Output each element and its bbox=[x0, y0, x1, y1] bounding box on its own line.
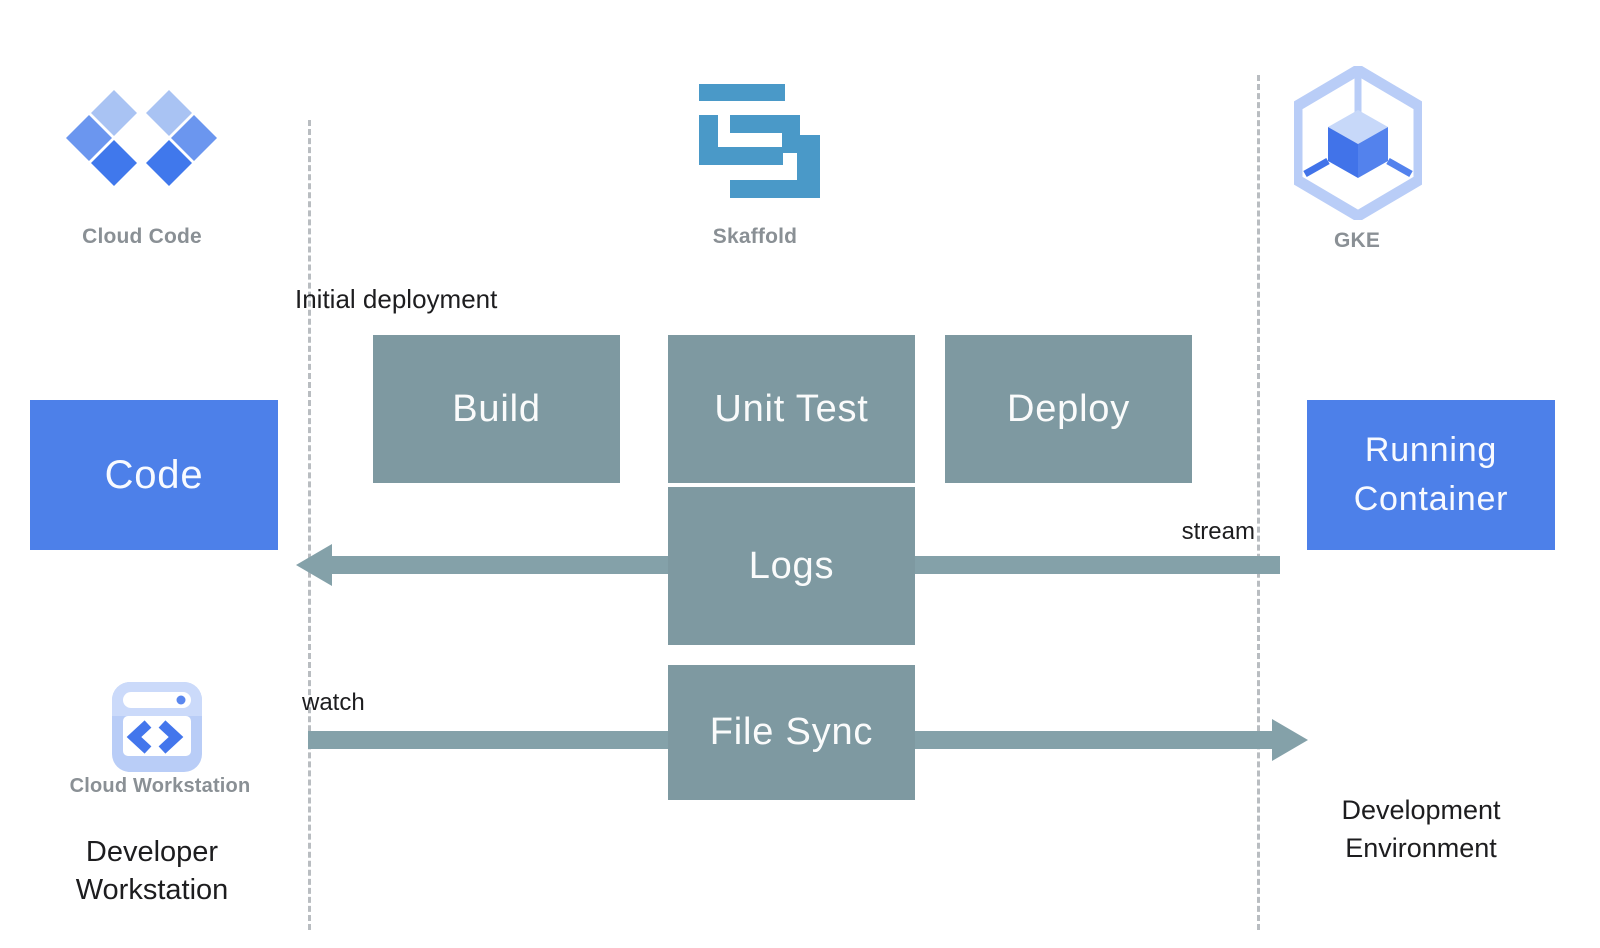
cloud-workstation-label: Cloud Workstation bbox=[69, 775, 251, 797]
skaffold-label: Skaffold bbox=[712, 225, 798, 248]
watch-label: watch bbox=[302, 689, 365, 716]
initial-deployment-label: Initial deployment bbox=[295, 284, 498, 314]
cloud-code-label: Cloud Code bbox=[82, 225, 202, 248]
running-container-box: Running Container bbox=[1307, 400, 1555, 550]
gke-label: GKE bbox=[1333, 229, 1381, 252]
left-lane-divider bbox=[308, 120, 311, 930]
running-container-label: Running Container bbox=[1353, 430, 1509, 518]
developer-workstation-label: Developer Workstation bbox=[75, 836, 229, 907]
cloud-code-icon bbox=[66, 90, 217, 186]
development-environment-label: Development Environment bbox=[1341, 795, 1501, 863]
skaffold-icon bbox=[699, 84, 820, 198]
file-sync-box: File Sync bbox=[668, 665, 915, 800]
logs-stream-arrowhead-left bbox=[296, 544, 332, 586]
logs-box: Logs bbox=[668, 487, 915, 645]
file-sync-arrowhead-right bbox=[1272, 719, 1308, 761]
stream-label: stream bbox=[1181, 518, 1255, 545]
deploy-box: Deploy bbox=[945, 335, 1192, 483]
cloud-workstation-icon bbox=[112, 682, 202, 772]
build-box: Build bbox=[373, 335, 620, 483]
unit-test-box: Unit Test bbox=[668, 335, 915, 483]
right-lane-divider bbox=[1257, 75, 1260, 930]
gke-icon bbox=[1294, 66, 1422, 220]
code-box: Code bbox=[30, 400, 278, 550]
